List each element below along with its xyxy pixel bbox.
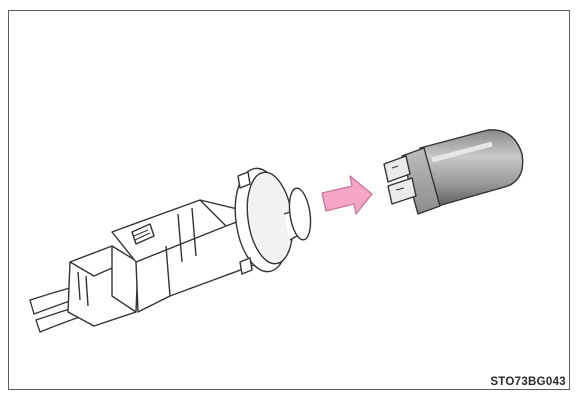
insert-arrow [322, 176, 372, 214]
socket-illustration [68, 165, 314, 326]
figure-code: STO73BG043 [490, 376, 566, 388]
bulb-illustration [384, 130, 523, 214]
